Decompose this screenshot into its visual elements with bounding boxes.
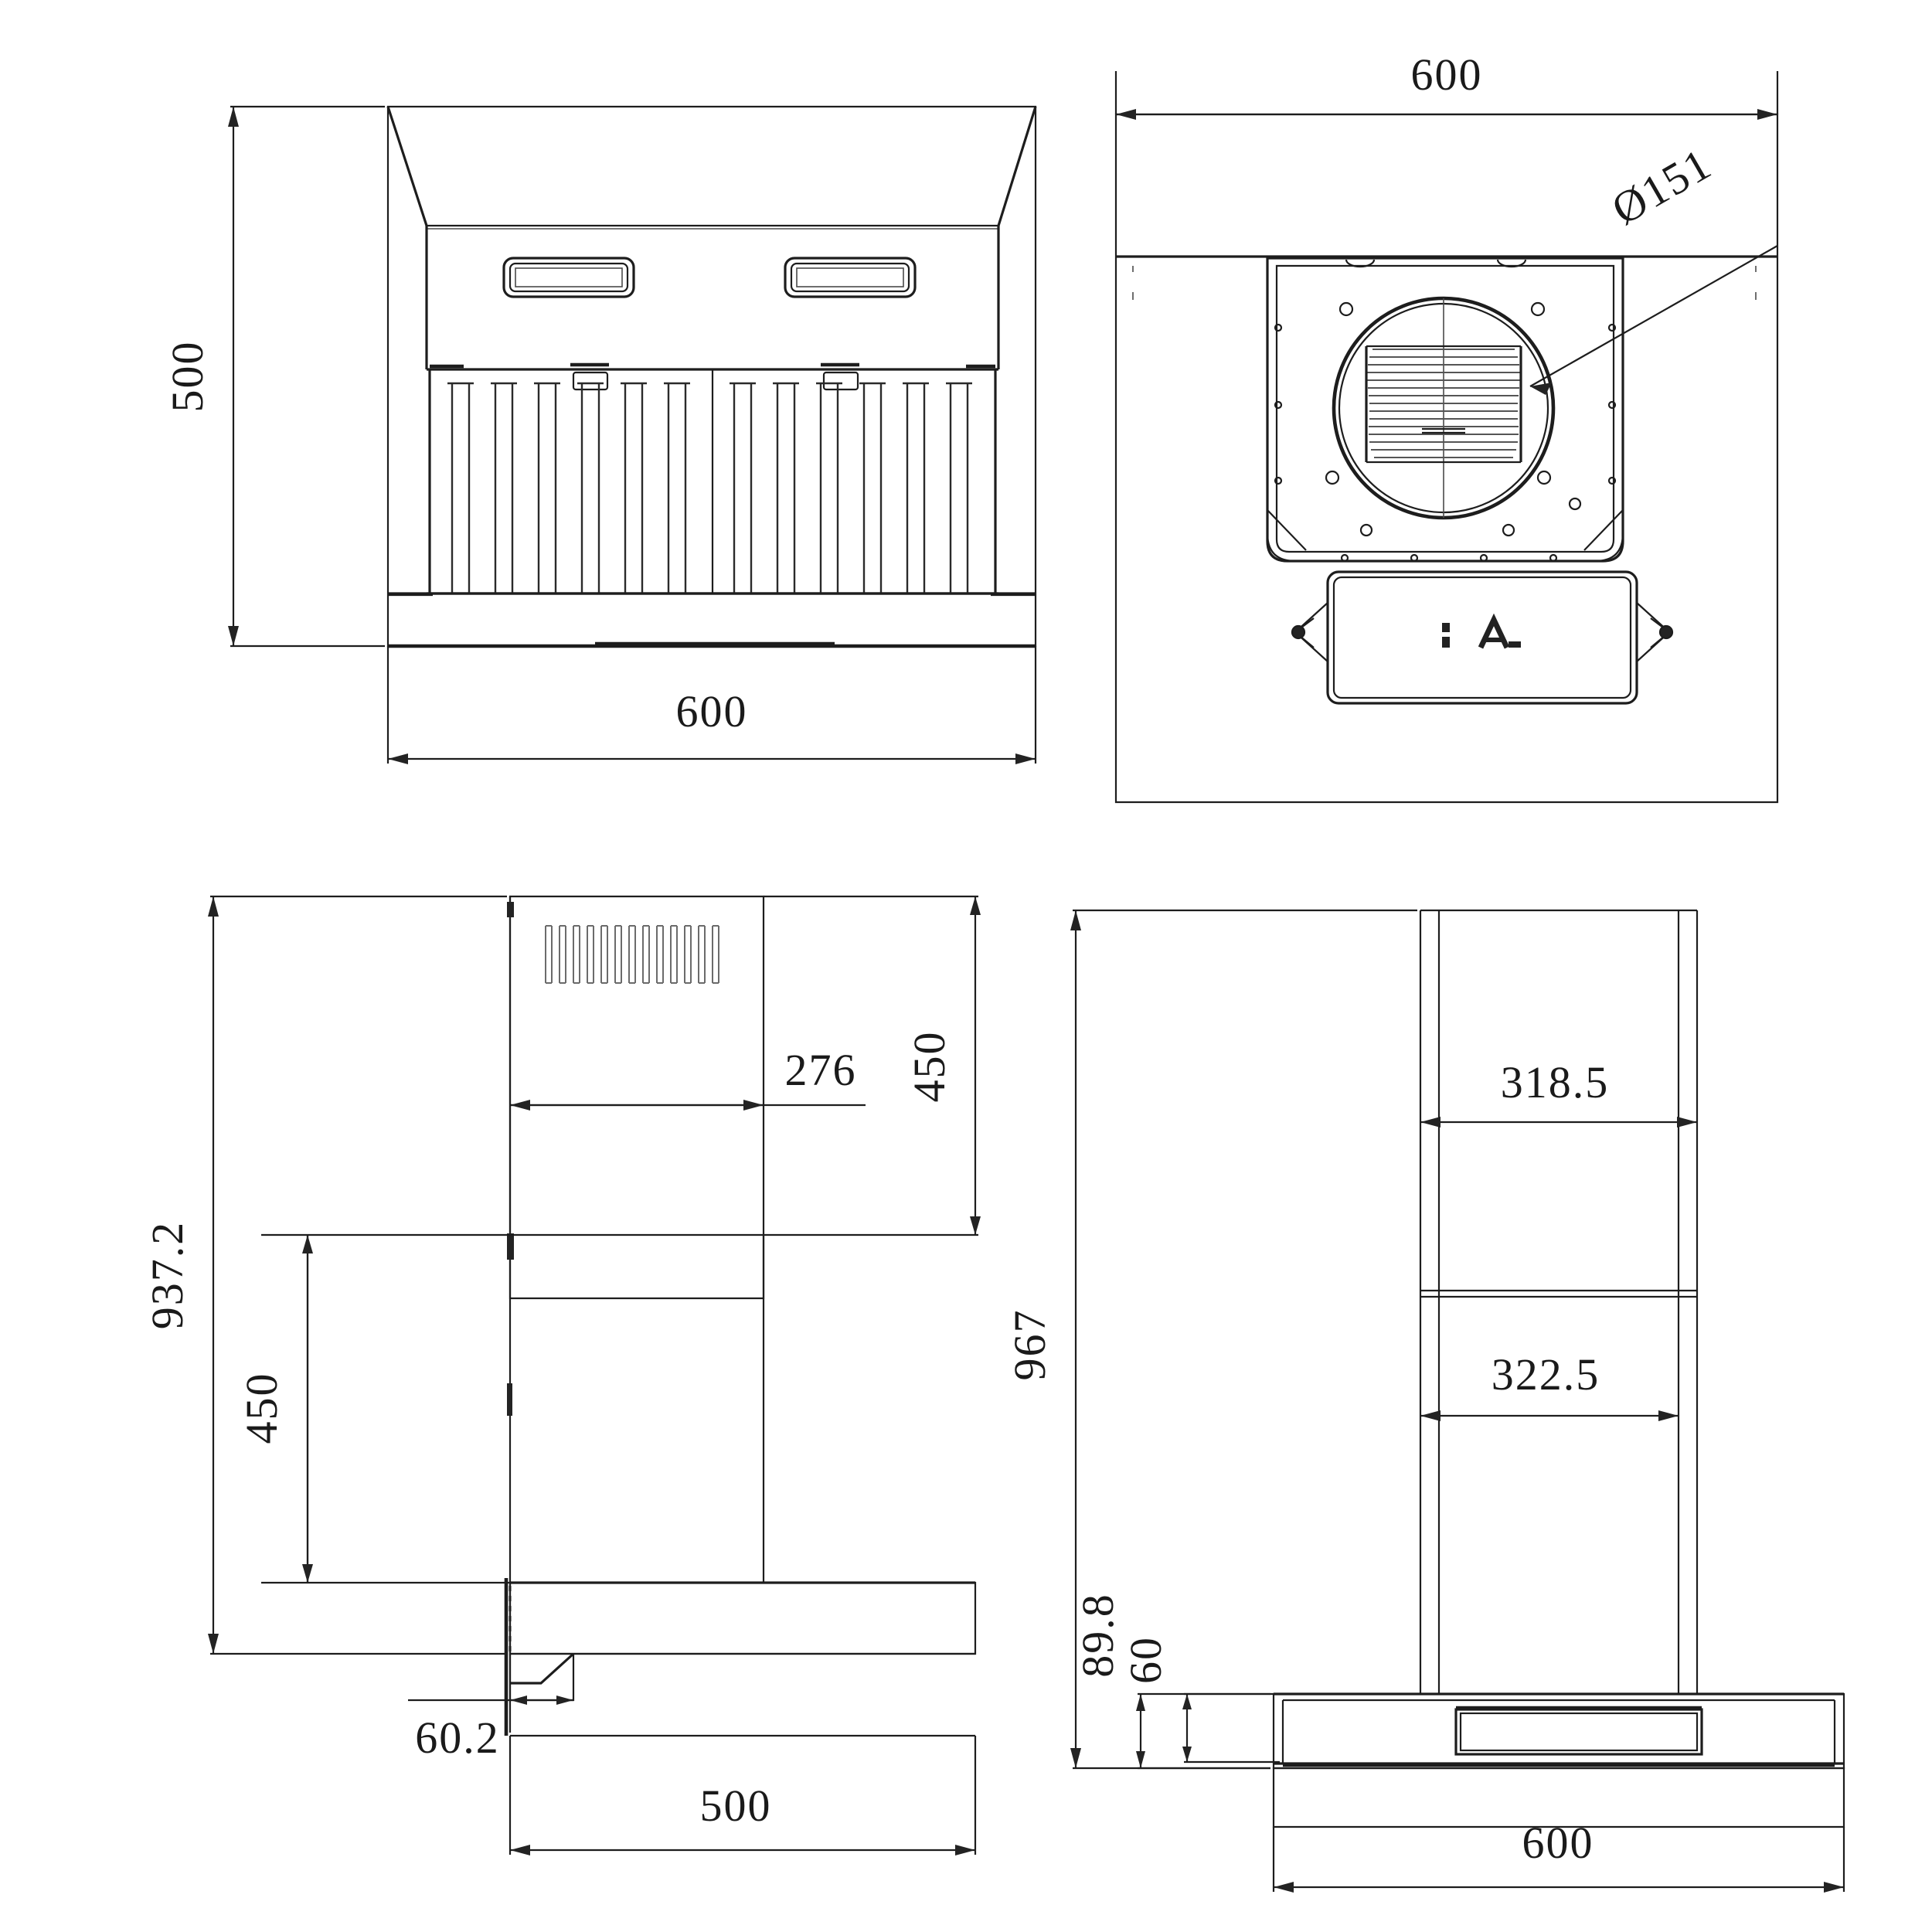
side-arrow-276-right [743,1100,764,1111]
rear-arrow-3225-right [1658,1410,1679,1421]
motor-housing-bottom-round [1266,532,1624,563]
dim-label-duct-diameter: Ø151 [1604,138,1720,235]
dim-label-base-500: 500 [700,1781,772,1831]
front-view-arrow-top [228,107,239,127]
side-section-view: 937.2 450 276 450 60.2 500 [142,895,981,1855]
side-arrow-lower450-top [302,1235,313,1253]
bottom-view-arrow-left [1116,109,1136,120]
side-hinge-top [507,902,514,917]
rear-arrow-967-bottom [1070,1748,1081,1768]
front-view-arrow-bottom [228,626,239,646]
side-canopy-base [509,1581,977,1655]
filter-handle-left [572,371,609,391]
side-arrow-500-left [510,1845,530,1855]
bottom-view: 600 Ø151 [1114,49,1779,804]
vent-grille [545,925,719,984]
dim-label-total-height-937: 937.2 [142,1221,192,1330]
dim-label-lower-450: 450 [236,1372,287,1444]
side-arrow-602-right [556,1696,573,1705]
rear-arrow-600-right [1824,1882,1844,1893]
dim-label-offset-602: 60.2 [415,1713,500,1763]
rear-arrow-3225-left [1420,1410,1440,1421]
dim-label-lower-width-3225: 322.5 [1492,1349,1600,1400]
bottom-view-registration-ticks [1132,266,1757,300]
dim-label-depth-276: 276 [785,1045,857,1095]
rear-arrow-600-left [1274,1882,1294,1893]
duct-leader-arrow [1530,383,1552,395]
rear-elevation-view: 967 318.5 322.5 89.8 60 600 [1005,909,1845,1893]
dim-label-height-500: 500 [162,341,213,413]
rear-canopy-body [1272,1692,1845,1770]
rear-arrow-60-top [1182,1694,1192,1709]
dim-label-total-height-967: 967 [1005,1309,1055,1381]
motor-cover-marking [1442,613,1521,649]
rear-arrow-3185-right [1677,1117,1697,1128]
front-view: 500 600 [162,105,1037,764]
dim-label-width-600: 600 [676,686,748,736]
bottom-view-arrow-right [1757,109,1777,120]
front-view-arrow-left [388,753,408,764]
side-arrow-lower450-bottom [302,1564,313,1583]
side-arrow-total-bottom [208,1634,219,1654]
motor-housing-slot-left [1345,259,1376,268]
dim-label-bottom-600: 600 [1411,49,1483,100]
front-view-left-chamfer [386,106,428,226]
motor-housing-slot-right [1496,259,1527,268]
dim-label-body-60: 60 [1121,1636,1171,1684]
side-lower-chimney [308,1233,765,1584]
side-arrow-upper450-bottom [970,1216,981,1235]
blower-mounting-holes [1325,301,1582,537]
duct-leader-line [1529,245,1778,387]
light-panel-right [784,257,917,298]
side-arrow-total-top [208,896,219,917]
side-hinge-low [507,1383,512,1416]
filter-handle-right [822,371,859,391]
side-arrow-276-left [510,1100,530,1111]
light-panel-left [502,257,635,298]
side-arrow-602-left [510,1696,527,1705]
side-upper-chimney [509,895,765,1300]
blower-wheel [1332,296,1556,520]
side-arrow-upper450-top [970,896,981,915]
baffle-filter-right [730,382,972,594]
rear-arrow-3185-left [1420,1117,1440,1128]
front-view-right-chamfer [997,106,1037,226]
motor-cover-plate [1291,570,1674,705]
dim-label-upper-width-3185: 318.5 [1501,1057,1610,1107]
rear-arrow-967-top [1070,910,1081,930]
side-offset-detail-slope [510,1652,575,1685]
dim-label-rear-width-600: 600 [1522,1818,1594,1868]
dim-label-canopy-898: 89.8 [1073,1593,1123,1678]
side-arrow-500-right [955,1845,975,1855]
dim-label-upper-450: 450 [904,1031,954,1103]
rear-arrow-898-top [1136,1694,1145,1711]
side-hinge-mid [507,1233,514,1260]
rear-arrow-60-bottom [1182,1747,1192,1762]
baffle-filter-left [447,382,690,594]
rear-arrow-898-bottom [1136,1751,1145,1768]
control-panel-slot [1454,1706,1703,1756]
front-view-arrow-right [1015,753,1036,764]
